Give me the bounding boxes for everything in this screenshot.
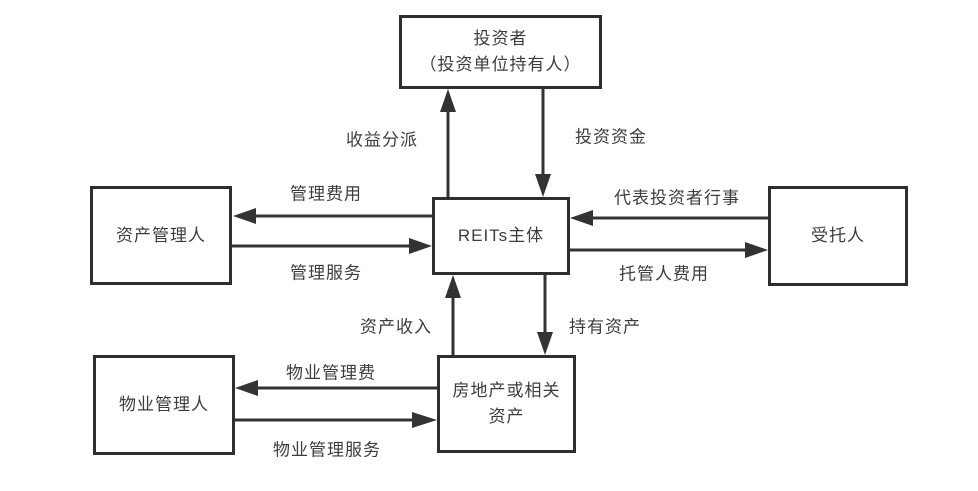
management-fee-label: 管理费用 — [290, 184, 362, 204]
arrowhead-down-icon — [535, 174, 551, 197]
asset-manager-box: 资产管理人 — [90, 186, 232, 285]
real-estate-label-line2: 资产 — [488, 407, 525, 426]
arrowhead-right-icon — [412, 412, 437, 428]
arrowhead-right-icon — [745, 242, 768, 258]
trustee-fee-arrow — [570, 242, 768, 258]
reits-box: REITs主体 — [432, 197, 570, 275]
property-management-fee-label: 物业管理费 — [286, 363, 376, 383]
arrowhead-left-icon — [235, 380, 258, 396]
act-for-investors-label: 代表投资者行事 — [614, 188, 740, 208]
hold-assets-arrow — [537, 275, 553, 355]
arrowhead-up-icon — [440, 89, 456, 112]
property-manager-label: 物业管理人 — [119, 395, 209, 414]
real-estate-box: 房地产或相关 资产 — [437, 355, 576, 453]
management-service-arrow — [232, 238, 432, 254]
income-distribution-arrow — [440, 89, 456, 197]
property-management-service-arrow — [235, 412, 437, 428]
investment-funds-arrow — [535, 89, 551, 197]
investment-funds-label: 投资资金 — [575, 127, 647, 147]
asset-income-label: 资产收入 — [360, 317, 432, 337]
act-for-investors-arrow — [570, 210, 768, 226]
arrowhead-right-icon — [409, 238, 432, 254]
management-service-label: 管理服务 — [290, 263, 362, 283]
reits-label: REITs主体 — [457, 226, 545, 245]
arrowhead-down-icon — [537, 332, 553, 355]
arrowhead-left-icon — [570, 210, 593, 226]
investor-label-line2: （投资单位持有人） — [419, 55, 582, 74]
real-estate-label-line1: 房地产或相关 — [452, 381, 561, 400]
trustee-fee-label: 托管人费用 — [619, 264, 709, 284]
investor-box: 投资者 （投资单位持有人） — [399, 15, 602, 89]
arrowhead-up-icon — [445, 275, 461, 298]
asset-manager-label: 资产管理人 — [116, 225, 206, 245]
hold-assets-label: 持有资产 — [569, 317, 641, 337]
property-management-service-label: 物业管理服务 — [273, 440, 381, 460]
investor-label-line1: 投资者 — [473, 29, 528, 48]
property-manager-box: 物业管理人 — [93, 355, 235, 455]
trustee-box: 受托人 — [768, 186, 908, 286]
income-distribution-label: 收益分派 — [346, 130, 418, 150]
property-management-fee-arrow — [235, 380, 437, 396]
trustee-label: 受托人 — [811, 226, 865, 245]
arrowhead-left-icon — [233, 208, 256, 224]
management-fee-arrow — [233, 208, 432, 224]
asset-income-arrow — [445, 275, 461, 355]
